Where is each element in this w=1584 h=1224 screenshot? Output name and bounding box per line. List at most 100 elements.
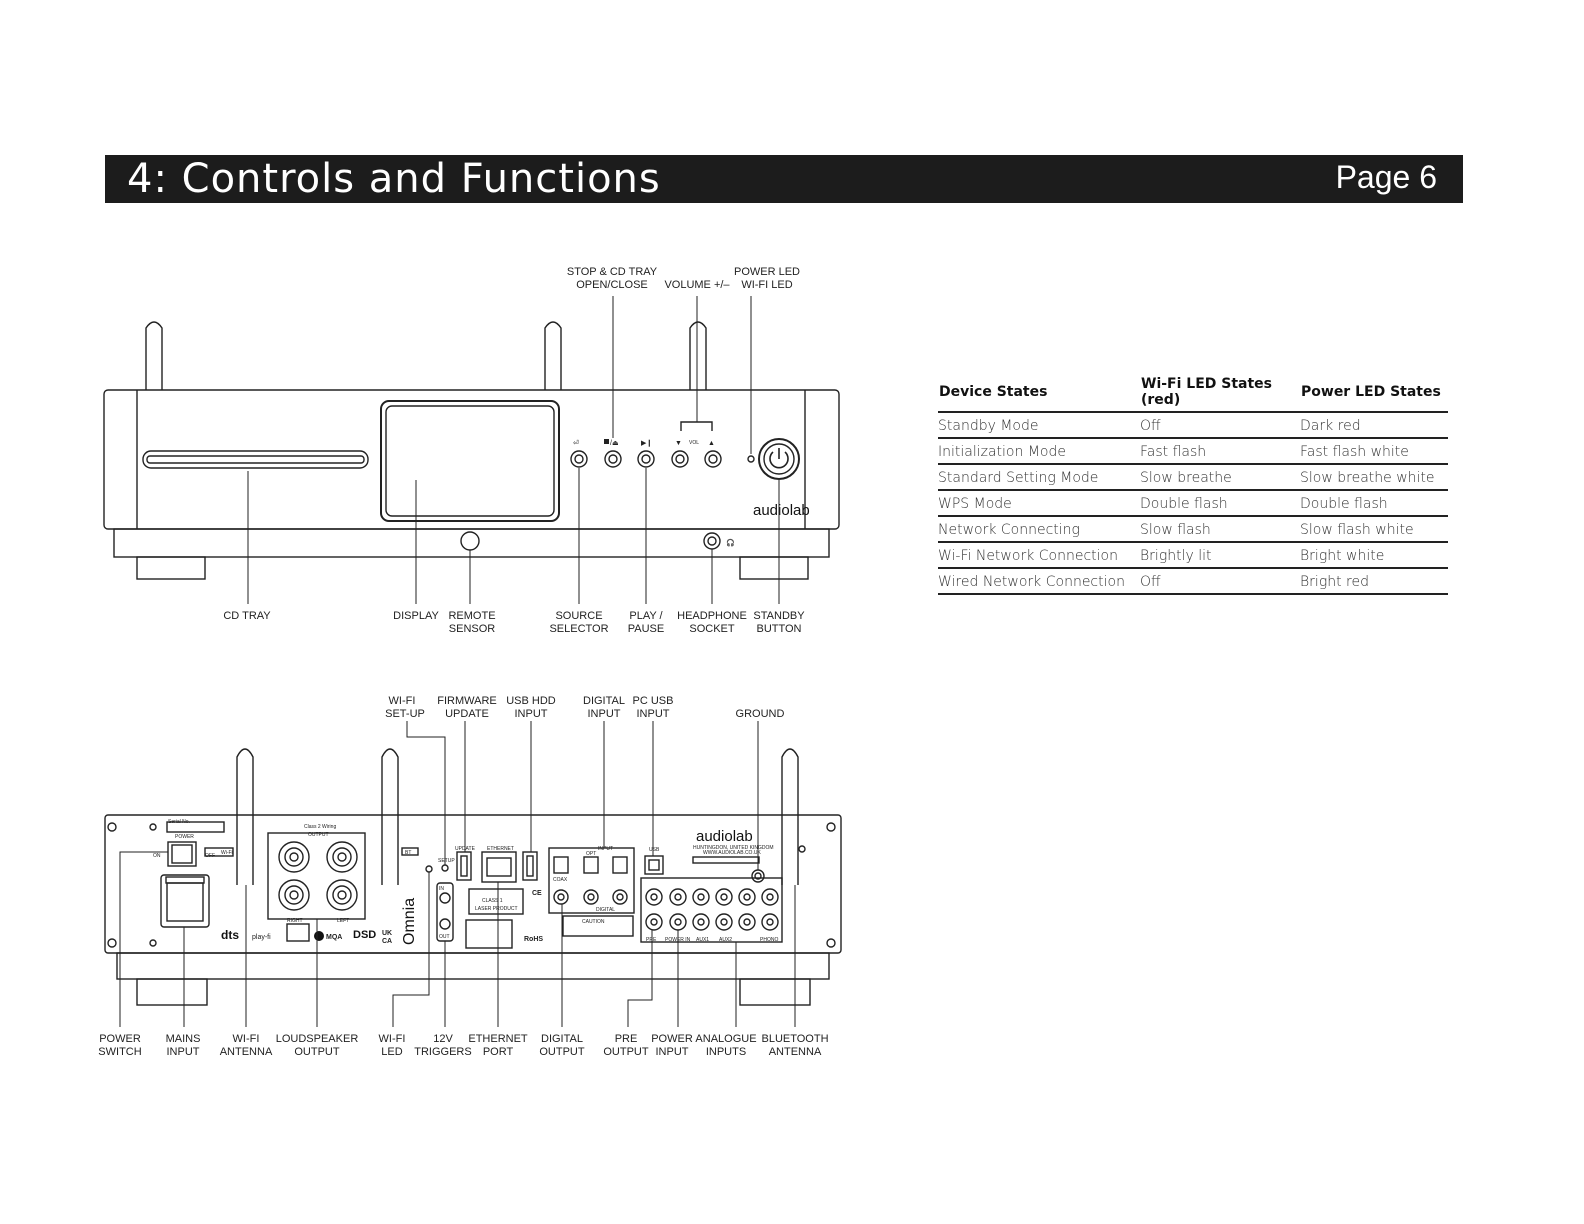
play-pause-icon: ▶❙ <box>641 439 652 447</box>
label-ground: GROUND <box>736 708 785 720</box>
table-row: WPS Mode Double flash Double flash <box>938 490 1448 517</box>
svg-text:SOCKET: SOCKET <box>689 623 735 635</box>
rear-wifi-antenna <box>236 748 254 885</box>
table-cell: Off <box>1140 568 1300 595</box>
svg-text:LEFT: LEFT <box>337 918 349 924</box>
section-header: 4: Controls and Functions Page 6 <box>105 155 1463 203</box>
svg-text:PRE: PRE <box>646 937 657 943</box>
table-cell: Slow flash <box>1140 516 1300 543</box>
table-row: Standby Mode Off Dark red <box>938 412 1448 439</box>
front-panel-drawing <box>103 321 840 580</box>
table-cell: Brightly lit <box>1140 542 1300 569</box>
svg-text:ETHERNET: ETHERNET <box>487 846 514 852</box>
svg-text:CLASS 1: CLASS 1 <box>482 898 503 904</box>
table-cell: Initialization Mode <box>938 438 1140 465</box>
label-digital-input: DIGITAL <box>583 695 625 707</box>
table-row: Wired Network Connection Off Bright red <box>938 568 1448 595</box>
table-cell: Standard Setting Mode <box>938 464 1140 491</box>
svg-text:OPEN/CLOSE: OPEN/CLOSE <box>576 279 648 291</box>
volume-up-button <box>704 450 722 468</box>
svg-text:TRIGGERS: TRIGGERS <box>414 1046 471 1058</box>
table-cell: Double flash <box>1300 490 1448 517</box>
svg-text:OUTPUT: OUTPUT <box>603 1046 649 1058</box>
volume-down-icon: ▼ <box>675 440 682 447</box>
svg-text:MQA: MQA <box>326 934 342 941</box>
device-states-table: Device States Wi-Fi LED States (red) Pow… <box>938 374 1448 595</box>
play-pause-button <box>637 450 655 468</box>
usb-hdd-port <box>522 851 538 881</box>
label-headphone-socket: HEADPHONE <box>677 610 747 622</box>
svg-text:WI-FI LED: WI-FI LED <box>741 279 792 291</box>
svg-text:COAX: COAX <box>553 877 568 883</box>
front-brand-logo: audiolab <box>753 502 810 519</box>
display-screen <box>380 400 560 522</box>
svg-text:OFF: OFF <box>205 853 215 859</box>
svg-text:UK: UK <box>382 930 392 937</box>
volume-up-icon: ▲ <box>708 440 715 447</box>
svg-text:BT: BT <box>405 850 411 856</box>
column-header: Wi-Fi LED States (red) <box>1140 374 1300 413</box>
svg-text:Serial No.: Serial No. <box>168 819 190 825</box>
front-callout-lines <box>247 296 780 604</box>
svg-text:OPT: OPT <box>586 851 596 857</box>
svg-text:INPUTS: INPUTS <box>706 1046 746 1058</box>
label-volume: VOLUME +/– <box>664 279 730 291</box>
table-cell: Slow breathe <box>1140 464 1300 491</box>
stop-icon <box>604 439 609 444</box>
table-cell: Slow breathe white <box>1300 464 1448 491</box>
source-button <box>570 450 588 468</box>
table-cell: Network Connecting <box>938 516 1140 543</box>
svg-text:OUTPUT: OUTPUT <box>308 832 329 838</box>
headphone-icon: 🎧 <box>726 538 735 547</box>
rear-callout-lines <box>119 721 796 1027</box>
label-wifi-antenna: WI-FI <box>233 1033 260 1045</box>
stop-button <box>604 450 622 468</box>
svg-text:CAUTION: CAUTION <box>582 919 605 925</box>
table-cell: Wi-Fi Network Connection <box>938 542 1140 569</box>
label-firmware-update: FIRMWARE <box>437 695 496 707</box>
svg-text:POWER: POWER <box>175 834 194 840</box>
svg-text:dts: dts <box>221 928 239 942</box>
ethernet-socket <box>481 851 517 883</box>
source-icon: ⏎ <box>573 439 579 447</box>
svg-text:DSD: DSD <box>353 929 376 941</box>
svg-text:SELECTOR: SELECTOR <box>549 623 608 635</box>
label-12v-triggers: 12V <box>433 1033 453 1045</box>
svg-text:SETUP: SETUP <box>438 858 455 864</box>
table-row: Standard Setting Mode Slow breathe Slow … <box>938 464 1448 491</box>
rear-panel-text: Serial No. POWER ON OFF Class 2 Wiring O… <box>153 819 778 945</box>
svg-text:PORT: PORT <box>483 1046 514 1058</box>
svg-text:USB: USB <box>649 847 660 853</box>
svg-text:INPUT: INPUT <box>656 1046 689 1058</box>
front-antenna-right <box>689 321 707 390</box>
svg-text:Wi-Fi: Wi-Fi <box>221 850 233 856</box>
column-header: Device States <box>938 374 1140 413</box>
table-row: Wi-Fi Network Connection Brightly lit Br… <box>938 542 1448 569</box>
svg-text:INPUT: INPUT <box>598 846 613 852</box>
mains-socket <box>160 874 210 928</box>
svg-text:CA: CA <box>382 938 392 945</box>
label-digital-output: DIGITAL <box>541 1033 583 1045</box>
svg-text:OUT: OUT <box>439 934 450 940</box>
svg-text:LASER PRODUCT: LASER PRODUCT <box>475 906 518 912</box>
front-antenna-left <box>145 321 163 390</box>
firmware-usb-port <box>456 851 472 881</box>
svg-text:HUNTINGDON, UNITED KINGDOM: HUNTINGDON, UNITED KINGDOM <box>693 845 774 851</box>
rear-antenna-middle <box>381 748 399 885</box>
speaker-terminals <box>267 832 366 920</box>
label-loudspeaker-output: LOUDSPEAKER <box>276 1033 359 1045</box>
rear-wifi-led <box>425 865 433 873</box>
front-button-symbols: ⏎ /⏏ ▶❙ ▼ VOL ▲ 🎧 audiolab <box>573 439 810 547</box>
headphone-jack <box>703 532 721 550</box>
svg-text:SENSOR: SENSOR <box>449 623 496 635</box>
table-cell: Slow flash white <box>1300 516 1448 543</box>
rear-bluetooth-antenna <box>781 748 799 885</box>
rear-base <box>116 952 830 980</box>
label-bluetooth-antenna: BLUETOOTH <box>761 1033 828 1045</box>
label-pc-usb-input: PC USB <box>633 695 674 707</box>
table-cell: Dark red <box>1300 412 1448 439</box>
svg-text:/⏏: /⏏ <box>610 440 619 447</box>
cd-tray-slot <box>142 450 369 469</box>
table-cell: Double flash <box>1140 490 1300 517</box>
